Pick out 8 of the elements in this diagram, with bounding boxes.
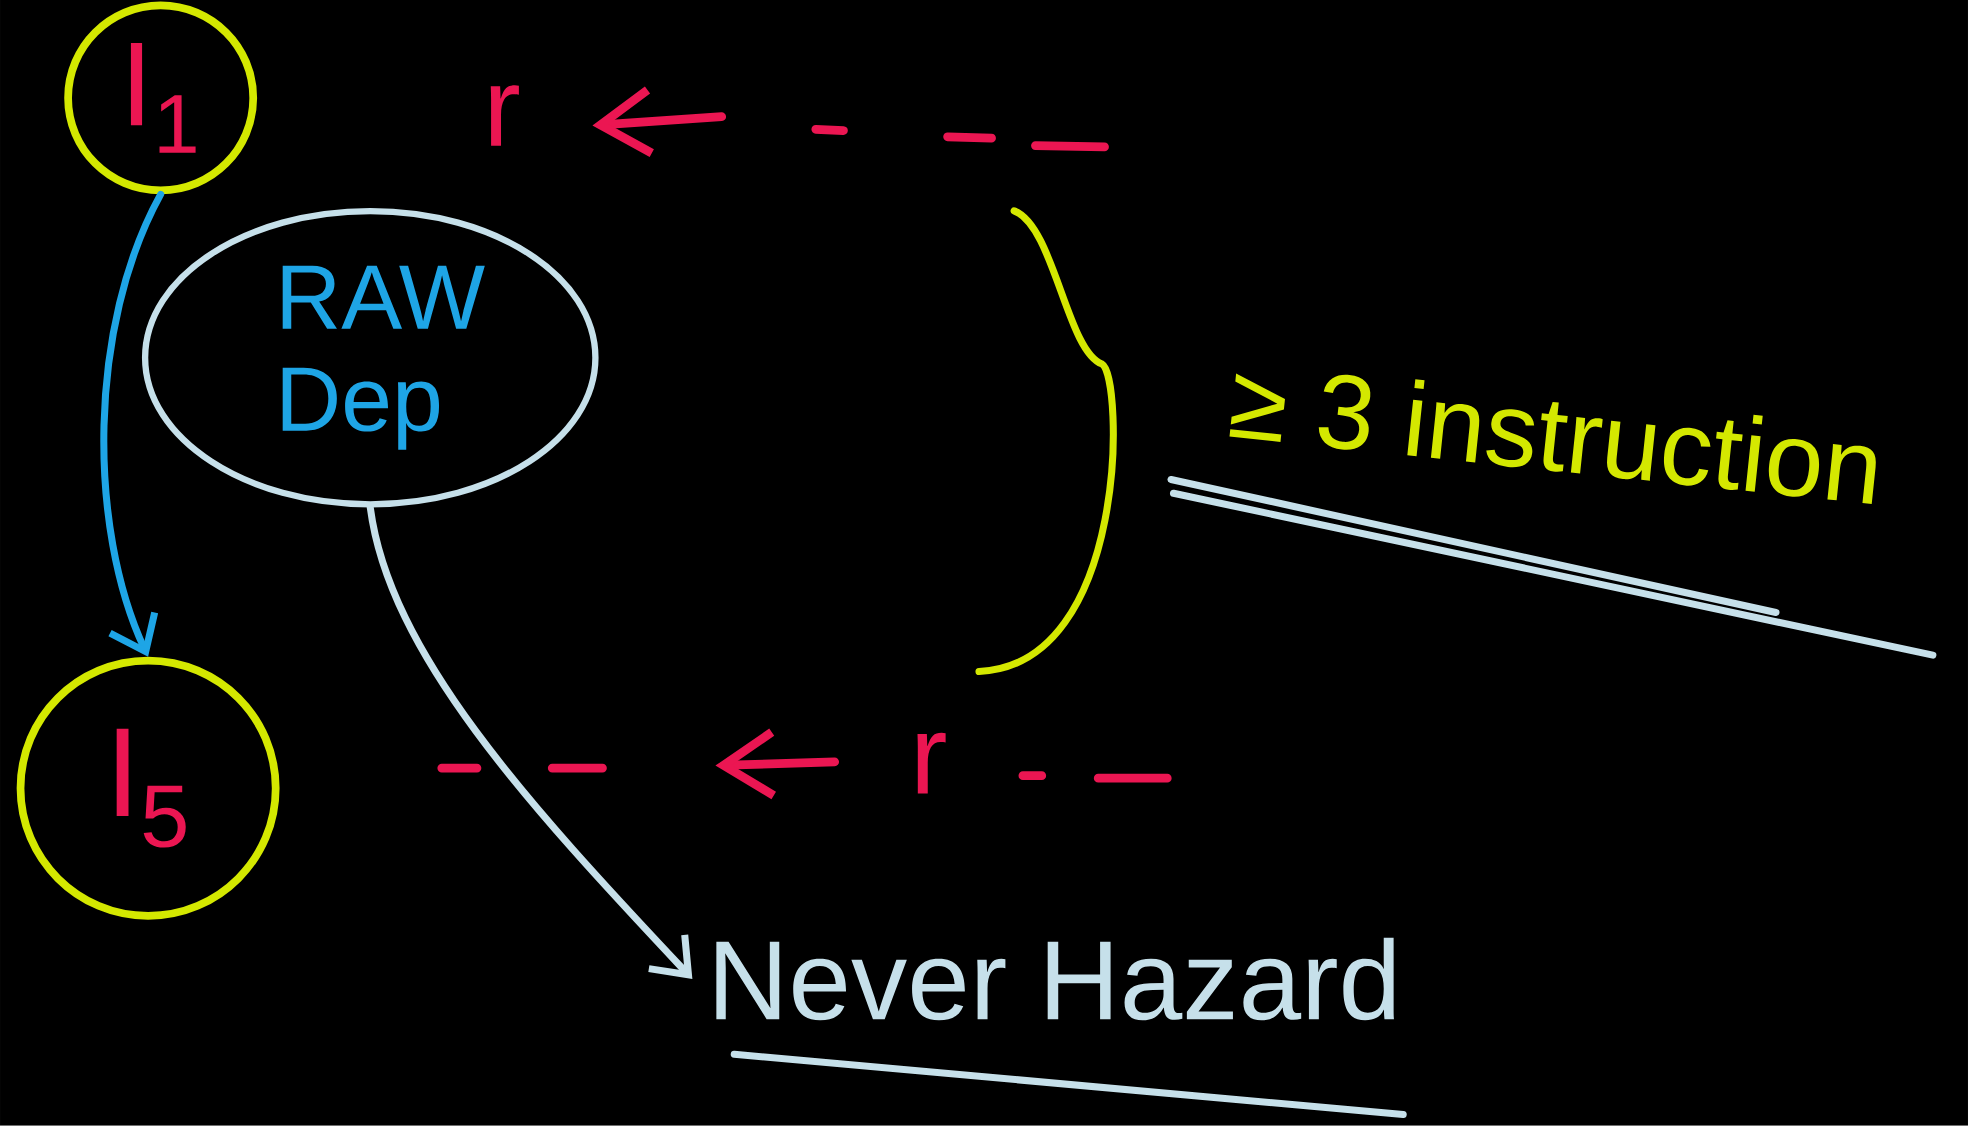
variable-label: r	[490, 85, 519, 146]
circled-label: I$_{1}$	[64, 1, 258, 195]
circled-label: I$_{5}$	[16, 656, 280, 920]
arrow	[366, 504, 693, 980]
arrow	[100, 190, 165, 657]
note-text: Never Hazard	[716, 937, 1394, 1021]
variable-label: r	[917, 732, 946, 794]
note-text: ≥ 3 instruction	[1229, 373, 1876, 505]
